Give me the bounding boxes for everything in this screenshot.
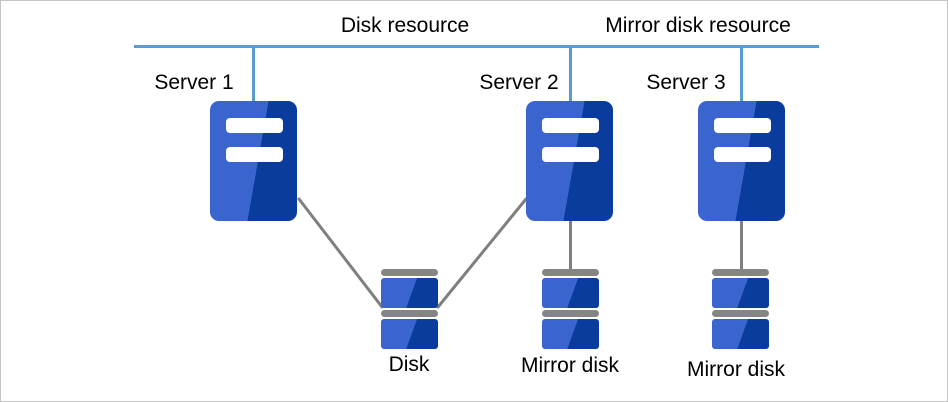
server3-icon [698, 101, 785, 221]
disk-platter-box [542, 319, 599, 349]
mirror-disk-resource-label: Mirror disk resource [605, 14, 791, 37]
shared-disk-label: Disk [388, 353, 430, 376]
server3-label: Server 3 [646, 71, 726, 94]
server-slot-icon [714, 147, 771, 162]
mirror-disk2-icon [712, 269, 769, 349]
mirror-disk2-label: Mirror disk [687, 358, 785, 381]
disk-platter-bar [712, 269, 769, 276]
server-slot-icon [226, 147, 283, 162]
server1-icon [210, 101, 297, 221]
server-slot-icon [542, 118, 599, 133]
disk-platter-box [381, 278, 438, 308]
disk-platter-box [381, 319, 438, 349]
disk-platter-bar [712, 310, 769, 317]
disk-platter-box [712, 319, 769, 349]
mirror-disk1-icon [542, 269, 599, 349]
disk-platter-box [542, 278, 599, 308]
server-slot-icon [542, 147, 599, 162]
server2-disk-link-line [436, 197, 528, 309]
disk-platter-bar [381, 269, 438, 276]
mirror-disk1-label: Mirror disk [521, 354, 619, 377]
disk-resource-label: Disk resource [340, 14, 470, 37]
disk-platter-bar [542, 269, 599, 276]
disk-platter-bar [381, 310, 438, 317]
disk-platter-bar [542, 310, 599, 317]
server2-label: Server 2 [479, 71, 559, 94]
server2-icon [526, 101, 613, 221]
server-slot-icon [714, 118, 771, 133]
server1-label: Server 1 [154, 71, 234, 94]
disk-platter-box [712, 278, 769, 308]
shared-disk-icon [381, 269, 438, 349]
server1-disk-link-line [297, 197, 384, 309]
server-slot-icon [226, 118, 283, 133]
